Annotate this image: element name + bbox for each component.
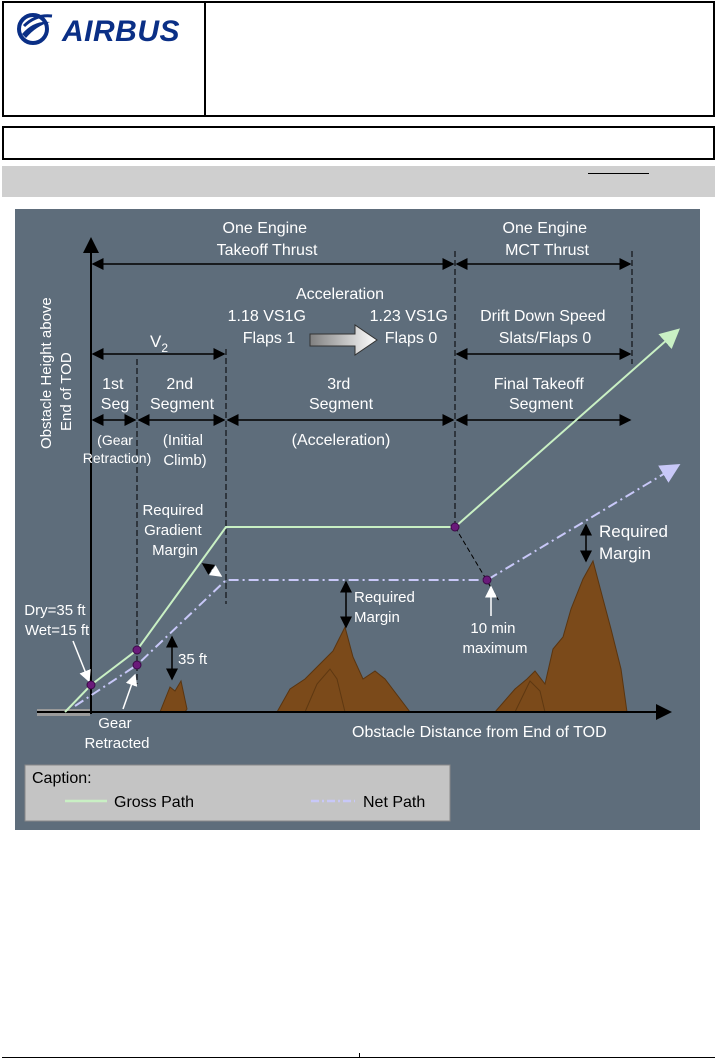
initial-climb-label: (Initial Climb) <box>163 432 207 469</box>
net-path <box>74 463 681 707</box>
gross-path <box>64 328 680 713</box>
thrust-mct-label: One Engine MCT Thrust <box>503 220 592 259</box>
seg3-label: 3rd Segment <box>309 376 374 413</box>
terrain-middle <box>276 625 412 713</box>
thrust-takeoff-label: One Engine Takeoff Thrust <box>217 220 318 259</box>
pointer-arrows <box>72 585 497 710</box>
legend: Caption: Gross Path Net Path <box>24 764 451 822</box>
takeoff-path-diagram: Obstacle Height above End of TOD One Eng… <box>24 220 681 822</box>
terrain-right <box>493 559 628 713</box>
margin-arrows <box>166 523 592 681</box>
speed-123-label: 1.23 VS1G Flaps 0 <box>370 308 453 347</box>
acceleration-arrow <box>309 324 378 356</box>
drift-down-label: Drift Down Speed Slats/Flaps 0 <box>480 308 610 347</box>
point-gear-gross <box>132 645 142 655</box>
speed-118-label: 1.18 VS1G Flaps 1 <box>228 308 311 347</box>
legend-title: Caption: <box>32 770 92 787</box>
acceleration-label: Acceleration <box>296 286 384 303</box>
legend-box <box>24 764 451 822</box>
point-accel-end <box>450 522 460 532</box>
section-bar <box>2 166 715 197</box>
y-axis-label: Obstacle Height above End of TOD <box>38 293 75 449</box>
x-axis-label: Obstacle Distance from End of TOD <box>352 724 607 741</box>
title-bar <box>2 126 715 160</box>
dimension-arrows <box>91 258 632 426</box>
required-margin-mid-label: Required Margin <box>354 589 419 626</box>
gradient-margin-arrow <box>201 563 223 577</box>
ten-min-dashed-line <box>454 526 500 602</box>
gear-retraction-label: (Gear Retraction) <box>83 432 151 466</box>
legend-gross-label: Gross Path <box>114 794 194 811</box>
path-points <box>86 522 492 690</box>
terrain-small <box>159 679 188 713</box>
seg1-label: 1st Seg <box>101 376 129 413</box>
terrain <box>159 559 628 713</box>
segment-boundaries <box>136 251 633 684</box>
dry-wet-label: Dry=35 ft Wet=15 ft <box>24 602 90 639</box>
legend-net-label: Net Path <box>363 794 425 811</box>
ten-min-label: 10 min maximum <box>462 620 527 657</box>
airbus-swoosh-icon <box>17 13 53 45</box>
gear-retracted-label: Gear Retracted <box>84 715 149 752</box>
logo-text: AIRBUS <box>62 15 181 48</box>
takeoff-path-figure: Obstacle Height above End of TOD One Eng… <box>15 209 700 830</box>
header-box <box>2 1 715 117</box>
footer-tick <box>359 1053 360 1058</box>
point-gear-net <box>132 660 142 670</box>
ft35-label: 35 ft <box>178 651 208 668</box>
section-bar-underline <box>588 173 649 174</box>
header-divider <box>204 1 206 117</box>
airbus-logo: AIRBUS <box>16 12 191 48</box>
point-net-end <box>482 575 492 585</box>
required-margin-right-label: Required Margin <box>599 522 673 563</box>
required-gradient-margin-label: Required Gradient Margin <box>142 502 207 559</box>
point-dry-wet <box>86 680 96 690</box>
footer-line <box>2 1057 715 1058</box>
v2-label: V2 <box>150 332 168 355</box>
seg2-label: 2nd Segment <box>150 376 215 413</box>
acceleration-paren-label: (Acceleration) <box>292 432 391 449</box>
seg-final-label: Final Takeoff Segment <box>494 376 589 413</box>
